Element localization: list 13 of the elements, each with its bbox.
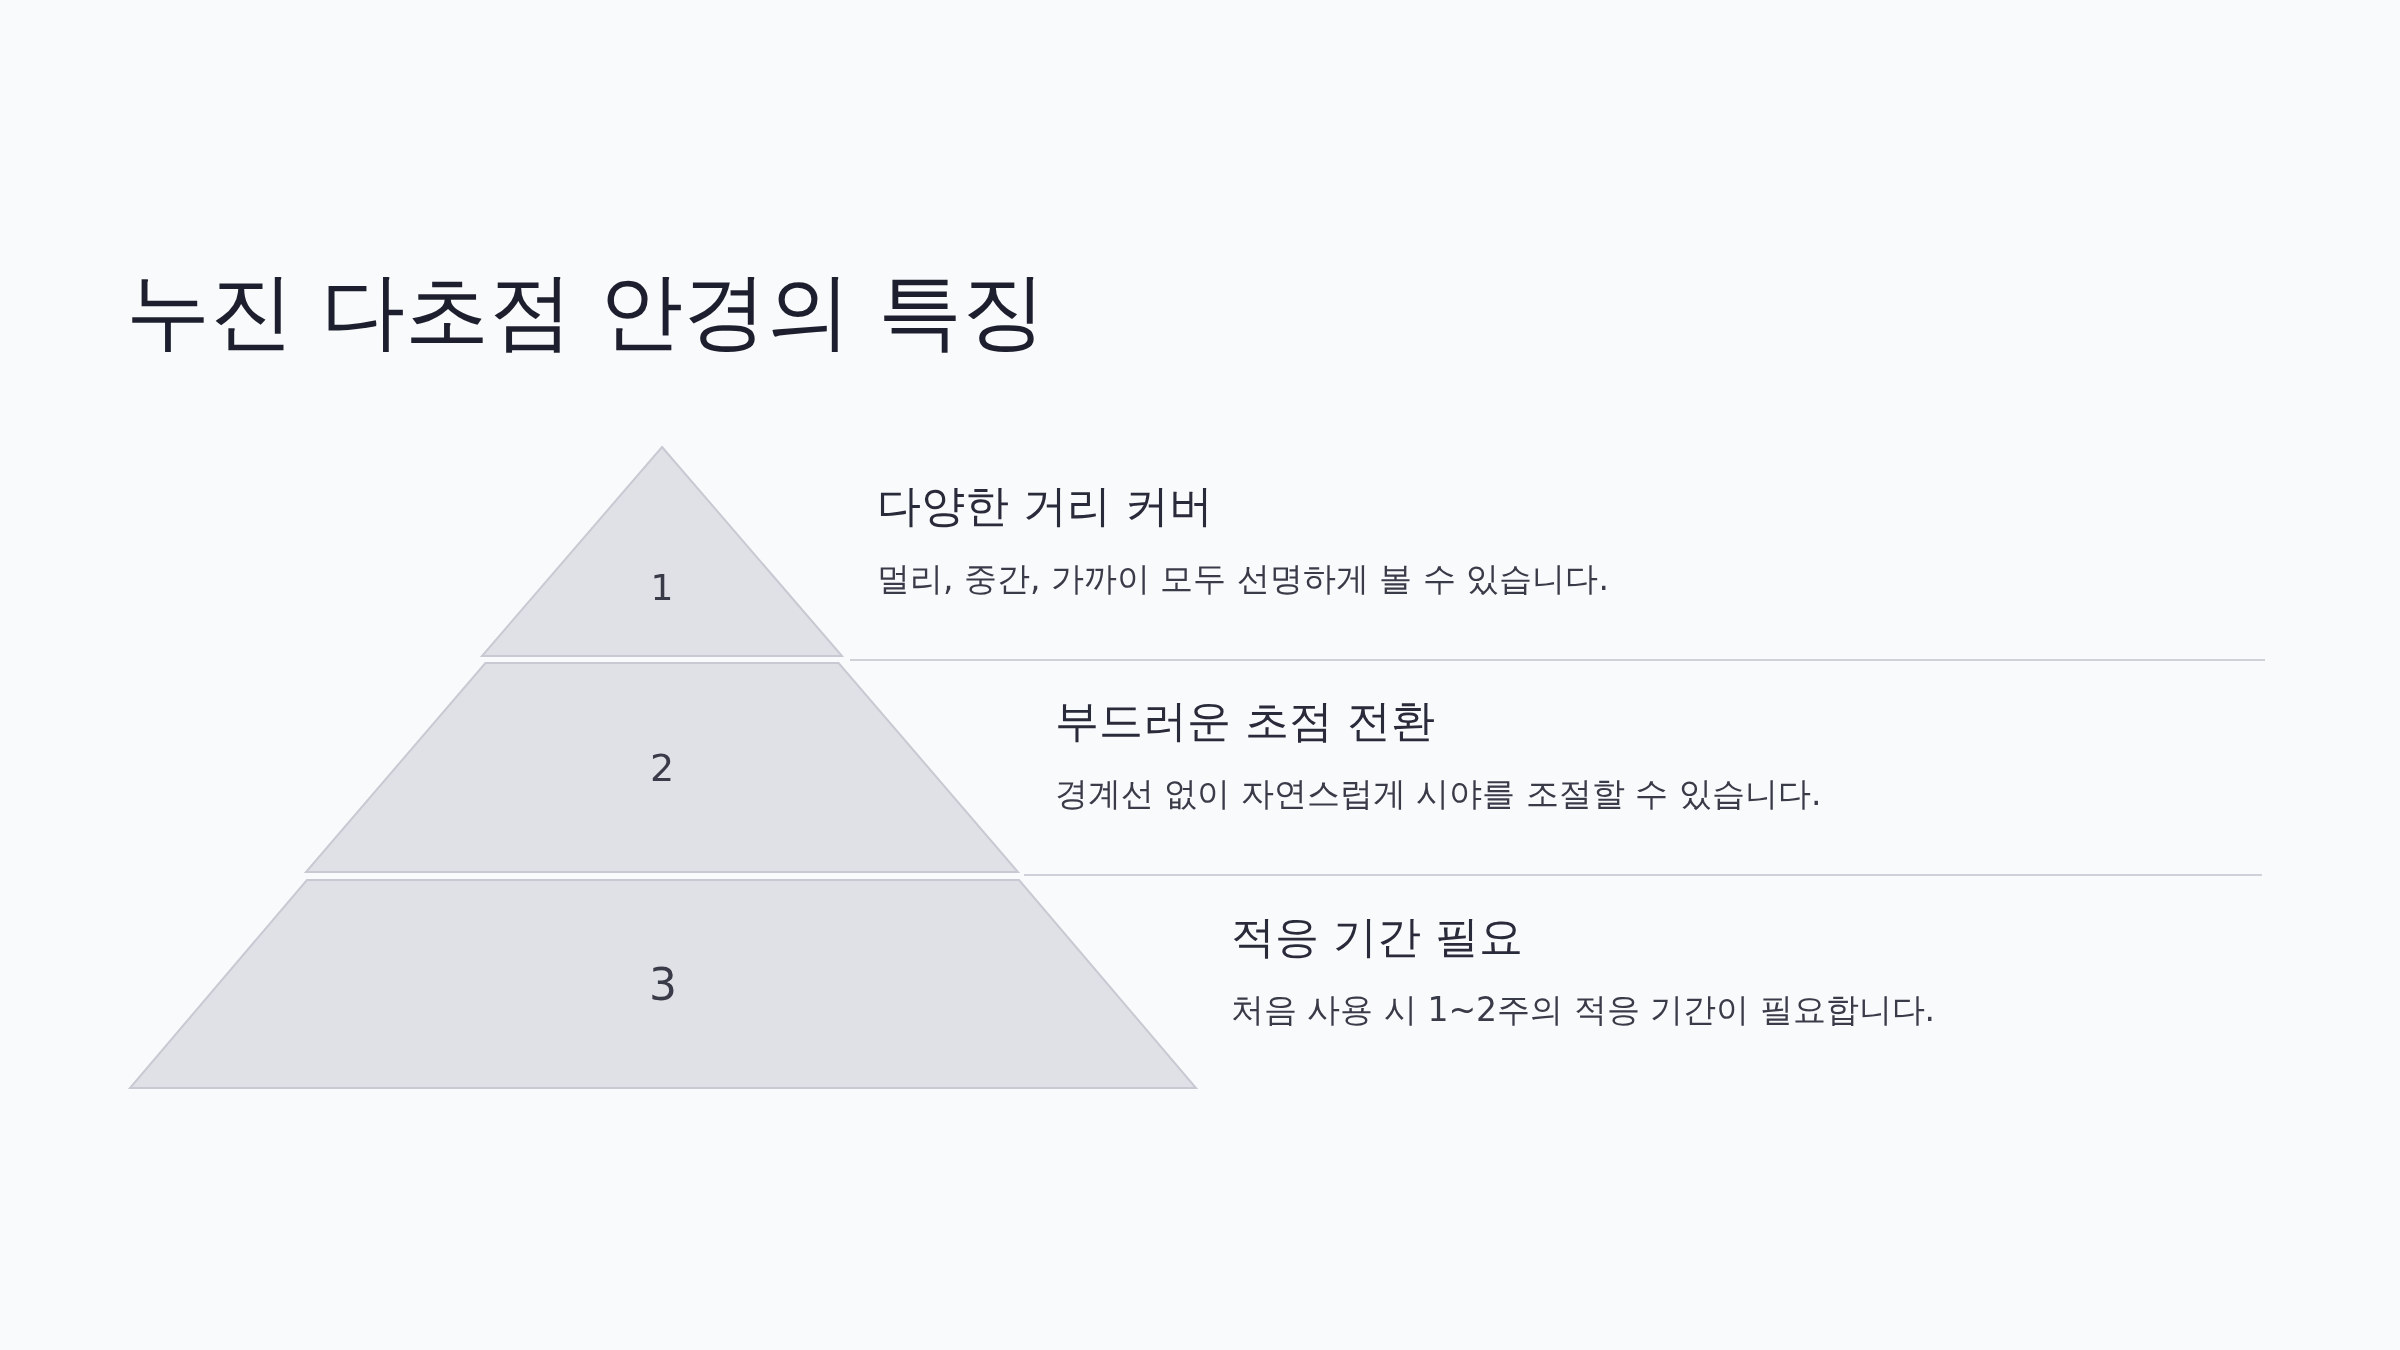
tier-heading: 다양한 거리 커버 xyxy=(877,480,1214,533)
title: 누진 다초점 안경의 특징 xyxy=(126,261,1047,362)
pyramid-tier xyxy=(306,663,1018,872)
tier-description: 경계선 없이 자연스럽게 시야를 조절할 수 있습니다. xyxy=(1055,773,1822,814)
tier-number: 3 xyxy=(649,958,677,1010)
tier-description: 처음 사용 시 1~2주의 적응 기간이 필요합니다. xyxy=(1231,989,1936,1030)
pyramid-tier xyxy=(482,447,842,656)
tier-number: 1 xyxy=(650,567,674,608)
pyramid-tier xyxy=(130,880,1196,1088)
tier-heading: 적응 기간 필요 xyxy=(1231,911,1524,964)
tier-number: 2 xyxy=(649,745,675,790)
tier-description: 멀리, 중간, 가까이 모두 선명하게 볼 수 있습니다. xyxy=(877,558,1609,599)
tier-heading: 부드러운 초점 전환 xyxy=(1055,695,1436,748)
